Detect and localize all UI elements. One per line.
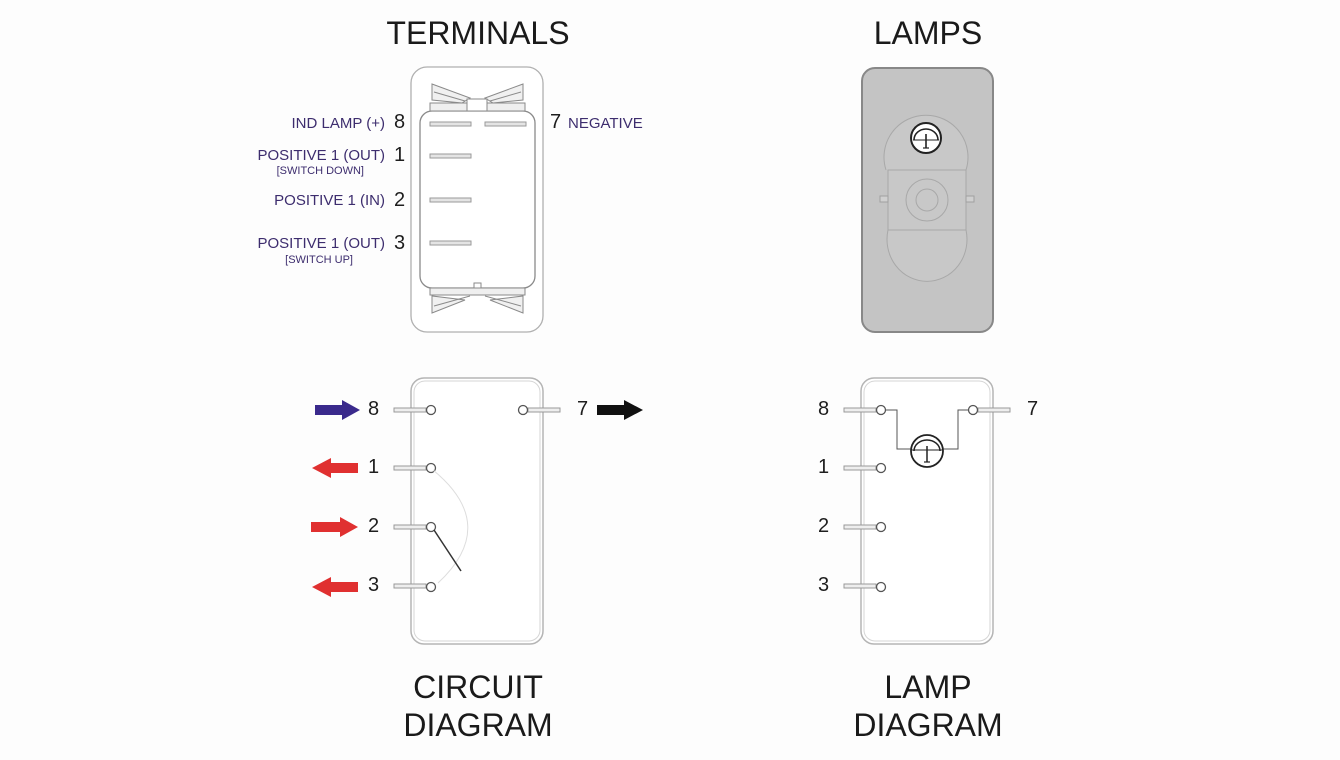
terminal-number-7: 7 <box>550 111 562 133</box>
lamp-node-2 <box>875 521 887 533</box>
terminal-blades <box>429 121 527 246</box>
blade-3 <box>429 240 472 246</box>
terminal-sublabel-3: [SWITCH UP] <box>285 254 353 266</box>
blade-8 <box>429 121 472 127</box>
circuit-pin-number-7: 7 <box>577 398 589 420</box>
terminals-switch <box>410 66 544 333</box>
circuit-node-3 <box>425 581 437 593</box>
lamp-node-7 <box>967 404 979 416</box>
terminal-label-3: POSITIVE 1 (OUT) <box>257 235 385 252</box>
terminal-number-2: 2 <box>394 189 406 211</box>
lamp-node-3 <box>875 581 887 593</box>
lamp-wire-left <box>886 409 912 450</box>
lamp-lead-2 <box>843 524 877 530</box>
arrow-in-8 <box>315 400 360 420</box>
lamp-wire-right <box>942 409 968 450</box>
lamp-diagram <box>843 377 1011 645</box>
circuit-pin-number-3: 3 <box>368 574 380 596</box>
circuit-diagram <box>311 377 643 645</box>
circuit-node-2 <box>425 521 437 533</box>
lamp-switch-body <box>861 67 994 333</box>
lamp-icon <box>910 122 942 154</box>
circuit-diagram-title-line1: CIRCUIT <box>413 669 543 705</box>
blade-1 <box>429 153 472 159</box>
circuit-node-8 <box>425 404 437 416</box>
arrow-out-7 <box>597 400 643 420</box>
lamp-diagram-title-line1: LAMP <box>884 669 972 705</box>
circuit-diagram-title-line2: DIAGRAM <box>403 707 553 743</box>
terminal-number-1: 1 <box>394 144 406 166</box>
terminal-label-8: IND LAMP (+) <box>291 115 386 132</box>
top-mounting-clip <box>429 83 526 112</box>
blade-7 <box>484 121 527 127</box>
switch-lever <box>433 529 462 572</box>
lamp-pin-number-3: 3 <box>818 574 830 596</box>
circuit-lead-1 <box>393 465 427 471</box>
circuit-lead-3 <box>393 583 427 589</box>
lamp-node-8 <box>875 404 887 416</box>
terminal-label-1: POSITIVE 1 (OUT) <box>257 147 385 164</box>
arrow-out-3 <box>312 577 358 597</box>
arrow-in-2 <box>311 517 358 537</box>
circuit-pin-number-2: 2 <box>368 515 380 537</box>
arrow-out-1 <box>312 458 358 478</box>
lamp-pin-number-1: 1 <box>818 456 830 478</box>
circuit-lead-8 <box>393 407 427 413</box>
circuit-lead-7 <box>527 407 561 413</box>
terminal-number-8: 8 <box>394 111 406 133</box>
lamps-title: LAMPS <box>873 15 983 51</box>
circuit-node-7 <box>517 404 529 416</box>
lamp-lead-3 <box>843 583 877 589</box>
lamp-lead-7 <box>977 407 1011 413</box>
terminal-sublabel-1: [SWITCH DOWN] <box>276 165 364 177</box>
terminal-number-3: 3 <box>394 232 406 254</box>
lamp-pin-number-7: 7 <box>1027 398 1039 420</box>
lamp-lead-8 <box>843 407 877 413</box>
lamp-lead-1 <box>843 465 877 471</box>
terminal-label-7: NEGATIVE <box>568 115 643 132</box>
terminal-label-2: POSITIVE 1 (IN) <box>274 192 385 209</box>
lamp-pin-number-2: 2 <box>818 515 830 537</box>
bottom-mounting-clip <box>429 282 526 314</box>
circuit-pin-number-8: 8 <box>368 398 380 420</box>
lamp-symbol-icon <box>910 434 944 468</box>
terminals-title: TERMINALS <box>386 15 570 51</box>
circuit-pin-number-1: 1 <box>368 456 380 478</box>
blade-2 <box>429 197 472 203</box>
circuit-lead-2 <box>393 524 427 530</box>
lamp-node-1 <box>875 462 887 474</box>
switch-throw-arc <box>432 469 469 584</box>
lamp-diagram-title-line2: DIAGRAM <box>853 707 1003 743</box>
lamp-pin-number-8: 8 <box>818 398 830 420</box>
